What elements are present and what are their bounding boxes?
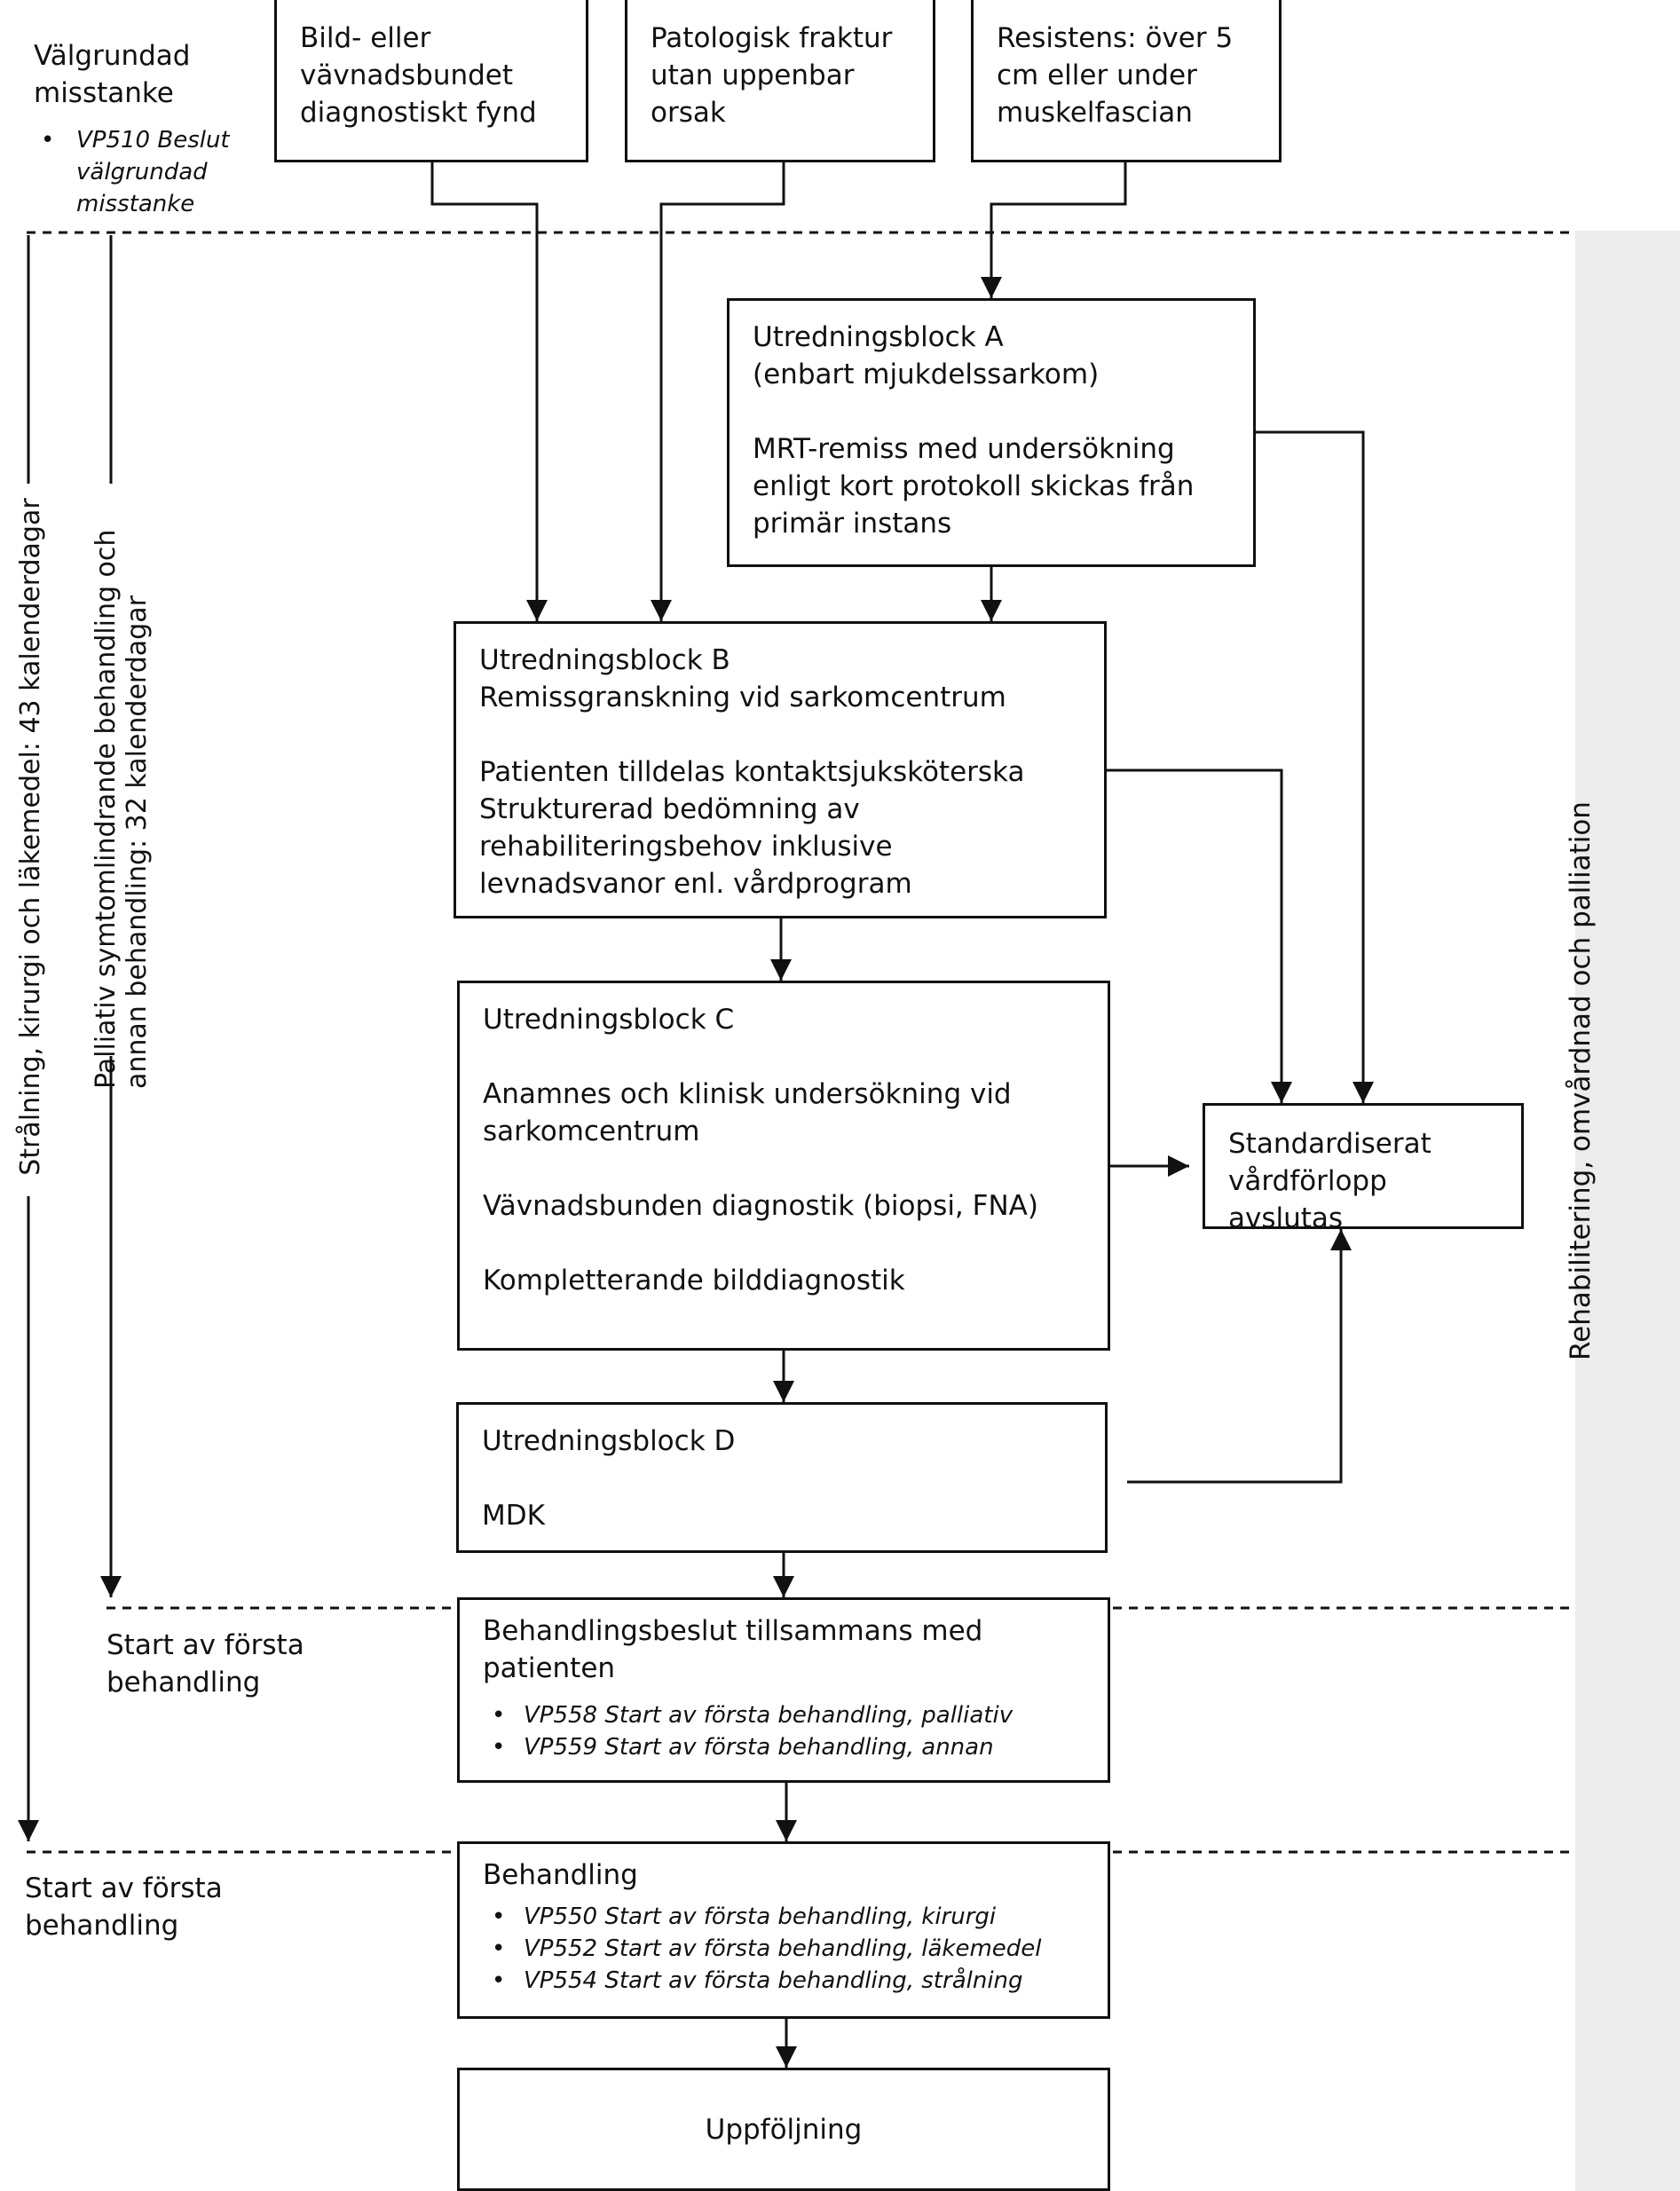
behandling-box: Behandling VP550 Start av första behandl… bbox=[457, 1841, 1110, 2019]
behandlingsbeslut-box: Behandlingsbeslut tillsammans med patien… bbox=[457, 1597, 1110, 1783]
block-c-title: Utredningsblock C bbox=[483, 1004, 735, 1036]
block-b-body-contact-nurse: Patienten tilldelas kontaktsjuksköterska bbox=[479, 756, 1025, 788]
utredningsblock-b: Utredningsblock B Remissgranskning vid s… bbox=[454, 621, 1107, 918]
block-b-title: Utredningsblock B bbox=[479, 644, 730, 676]
block-d-mdk: MDK bbox=[482, 1500, 545, 1532]
timeline-inner-label-2: annan behandling: 32 kalenderdagar bbox=[122, 595, 153, 1089]
block-c-diagnostik: Vävnadsbunden diagnostik (biopsi, FNA) bbox=[483, 1190, 1038, 1222]
decision-bullet: VP559 Start av första behandling, annan bbox=[483, 1731, 1085, 1763]
arrow-entry1-to-b bbox=[430, 162, 548, 621]
milestone-start-first-treatment-2: Start av första behandling bbox=[25, 1872, 223, 1942]
timeline-inner-label-1: Palliativ symtomlindrande behandling och bbox=[91, 529, 122, 1089]
block-c-bilddiagnostik: Kompletterande bilddiagnostik bbox=[483, 1265, 905, 1296]
arrow-a-to-end bbox=[1254, 430, 1374, 1103]
treatment-bullet: VP552 Start av första behandling, läkeme… bbox=[483, 1933, 1085, 1965]
block-c-anamnes: Anamnes och klinisk undersökning vid sar… bbox=[483, 1078, 1012, 1147]
utredningsblock-c: Utredningsblock C Anamnes och klinisk un… bbox=[457, 981, 1110, 1351]
treatment-bullet: VP550 Start av första behandling, kirurg… bbox=[483, 1901, 1085, 1933]
utredningsblock-d: Utredningsblock D MDK bbox=[456, 1402, 1108, 1553]
arrow-entry2-to-b bbox=[651, 162, 785, 621]
treatment-bullet: VP554 Start av första behandling, stråln… bbox=[483, 1965, 1085, 1997]
block-a-subtitle: (enbart mjukdelssarkom) bbox=[753, 359, 1100, 390]
timeline-outer-label: Strålning, kirurgi och läkemedel: 43 kal… bbox=[15, 498, 46, 1176]
milestone-start-first-treatment-1: Start av första behandling bbox=[106, 1629, 304, 1698]
entry-box-resistance: Resistens: över 5 cm eller under muskelf… bbox=[971, 0, 1282, 162]
entry-box-text: Bild- eller vävnadsbundet diagnostiskt f… bbox=[300, 22, 537, 129]
arrow-entry3-to-a bbox=[981, 162, 1127, 298]
end-box-svf-avslutas: Standardiserat vårdförlopp avslutas bbox=[1203, 1103, 1524, 1234]
entry-box-text: Resistens: över 5 cm eller under muskelf… bbox=[997, 22, 1234, 129]
entry-box-text: Patologisk fraktur utan uppenbar orsak bbox=[651, 22, 893, 129]
treatment-title: Behandling bbox=[483, 1859, 638, 1891]
block-a-body: MRT-remiss med undersökning enligt kort … bbox=[753, 433, 1195, 540]
vp510-note: • VP510 Beslut välgrundad misstanke bbox=[41, 127, 230, 217]
entry-box-diagnostic-finding: Bild- eller vävnadsbundet diagnostiskt f… bbox=[274, 0, 588, 162]
entry-box-pathological-fracture: Patologisk fraktur utan uppenbar orsak bbox=[625, 0, 935, 162]
block-a-title: Utredningsblock A bbox=[753, 321, 1004, 353]
block-d-title: Utredningsblock D bbox=[482, 1425, 736, 1457]
uppfoljning-box: Uppföljning bbox=[457, 2068, 1110, 2191]
utredningsblock-a: Utredningsblock A (enbart mjukdelssarkom… bbox=[727, 298, 1256, 567]
sidebar-band bbox=[1575, 231, 1680, 2191]
decision-title: Behandlingsbeslut tillsammans med patien… bbox=[483, 1615, 983, 1684]
block-b-body-rehab: Strukturerad bedömning av rehabilitering… bbox=[479, 793, 912, 900]
followup-text: Uppföljning bbox=[705, 2113, 863, 2146]
block-b-subtitle: Remissgranskning vid sarkomcentrum bbox=[479, 682, 1006, 713]
phase-title-valgrundad: Välgrundad misstanke bbox=[34, 40, 191, 109]
arrow-b-to-end bbox=[1105, 768, 1292, 1103]
arrow-d-to-end bbox=[1127, 1229, 1352, 1484]
end-box-text: Standardiserat vårdförlopp avslutas bbox=[1228, 1128, 1432, 1234]
decision-bullet: VP558 Start av första behandling, pallia… bbox=[483, 1699, 1085, 1731]
